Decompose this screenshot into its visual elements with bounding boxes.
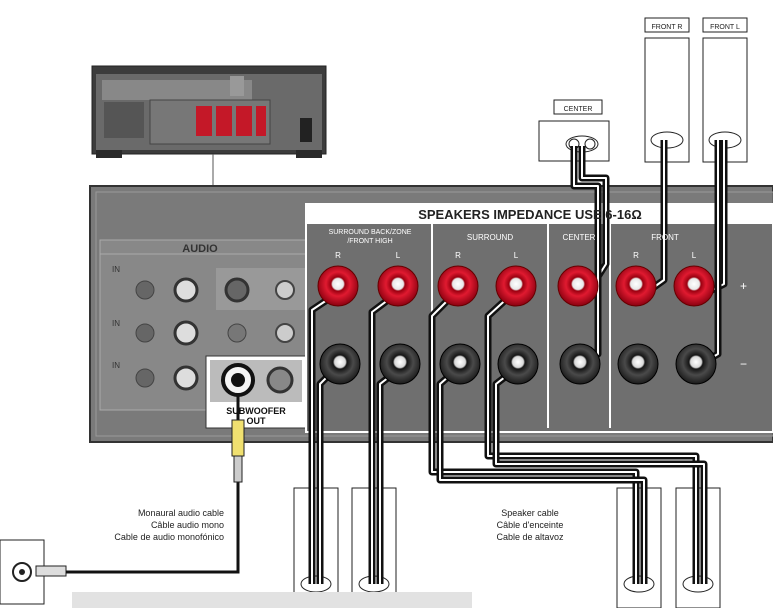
sur-l-letter: L	[514, 251, 519, 260]
terminal-sb-l-plus[interactable]	[377, 265, 419, 307]
center-speaker-box	[538, 99, 610, 162]
front-r-letter: R	[633, 251, 639, 260]
terminal-center-plus[interactable]	[557, 265, 599, 307]
speaker-caption-es: Cable de altavoz	[496, 532, 564, 542]
terminal-sb-l-minus[interactable]	[379, 343, 421, 385]
footer-strip	[72, 592, 472, 608]
front-r-box-label: FRONT R	[652, 24, 683, 31]
terminal-sur-l-plus[interactable]	[495, 265, 537, 307]
rca-plug	[231, 419, 245, 457]
negative-terminals	[319, 343, 717, 385]
subwoofer-label: SUBWOOFER	[226, 406, 286, 416]
front-label: FRONT	[651, 233, 679, 242]
surround-back-label: SURROUND BACK/ZONE	[329, 229, 412, 236]
speaker-caption-fr: Câble d'enceinte	[497, 520, 564, 530]
surround-back-sub-label: /FRONT HIGH	[347, 238, 392, 245]
terminal-front-r-minus[interactable]	[617, 343, 659, 385]
terminal-front-r-plus[interactable]	[615, 265, 657, 307]
plus-sign: +	[740, 279, 747, 293]
terminal-front-l-minus[interactable]	[675, 343, 717, 385]
terminal-sur-r-minus[interactable]	[439, 343, 481, 385]
mono-caption-en: Monaural audio cable	[138, 508, 224, 518]
minus-sign: −	[740, 357, 747, 371]
subwoofer-out-label: OUT	[247, 416, 267, 426]
audio-row-2: IN	[112, 319, 120, 328]
sur-r-letter: R	[455, 251, 461, 260]
surround-label: SURROUND	[467, 233, 513, 242]
terminal-front-l-plus[interactable]	[673, 265, 715, 307]
positive-terminals	[317, 265, 715, 307]
audio-row-1: IN	[112, 265, 120, 274]
front-l-letter: L	[692, 251, 697, 260]
front-l-box-label: FRONT L	[710, 24, 740, 31]
mono-caption-es: Cable de audio monofónico	[114, 532, 224, 542]
speakers-header: SPEAKERS IMPEDANCE USE 6-16Ω	[418, 207, 642, 222]
terminal-sb-r-minus[interactable]	[319, 343, 361, 385]
terminal-sur-r-plus[interactable]	[437, 265, 479, 307]
audio-row-3: IN	[112, 361, 120, 370]
subwoofer-out	[205, 355, 307, 429]
audio-title: AUDIO	[182, 243, 218, 255]
terminal-sb-r-plus[interactable]	[317, 265, 359, 307]
center-label: CENTER	[563, 233, 596, 242]
mono-caption-fr: Câble audio mono	[151, 520, 224, 530]
receiver-unit	[91, 65, 327, 186]
sb-r-letter: R	[335, 251, 341, 260]
sb-l-letter: L	[396, 251, 401, 260]
terminal-sur-l-minus[interactable]	[497, 343, 539, 385]
bottom-speaker-boxes	[293, 487, 721, 608]
terminal-center-minus[interactable]	[559, 343, 601, 385]
center-box-label: CENTER	[564, 106, 593, 113]
speaker-caption-en: Speaker cable	[501, 508, 559, 518]
subwoofer-unit	[0, 539, 67, 605]
